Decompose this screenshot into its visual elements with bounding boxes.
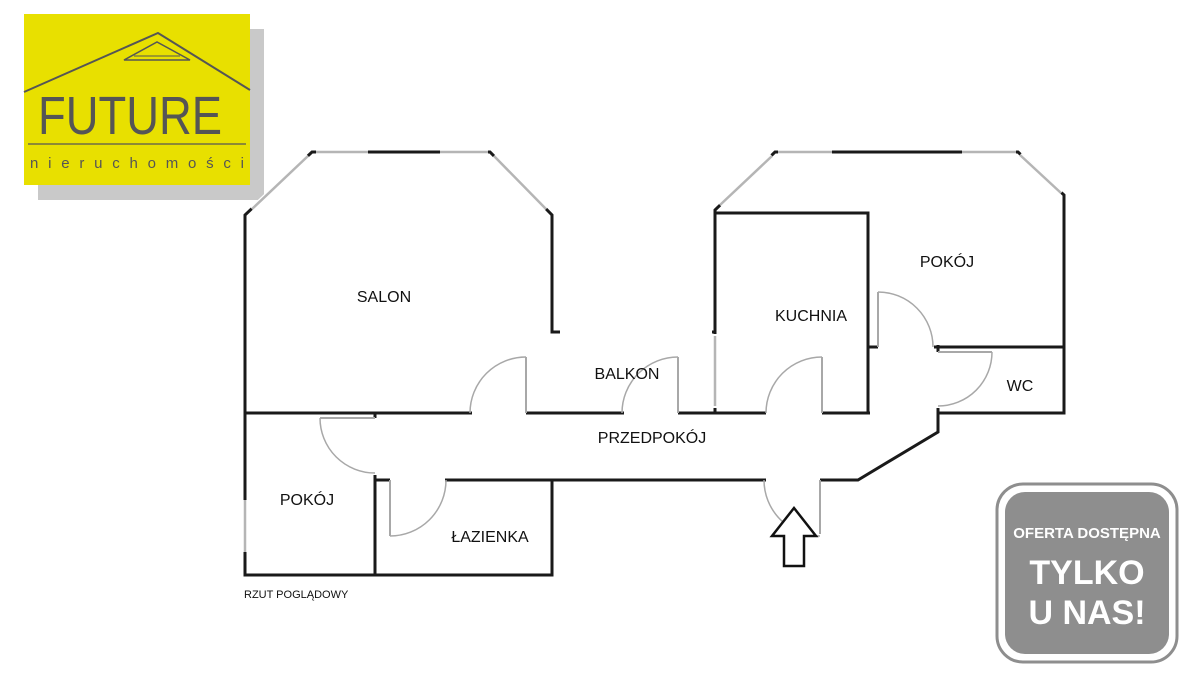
- offer-badge: OFERTA DOSTĘPNA TYLKO U NAS!: [995, 482, 1179, 664]
- badge-line-3: U NAS!: [1028, 594, 1145, 632]
- badge-background: [1005, 492, 1169, 654]
- room-label-salon: SALON: [357, 289, 411, 306]
- room-labels: SALON BALKON KUCHNIA POKÓJ WC PRZEDPOKÓJ…: [280, 252, 1033, 546]
- room-label-przedpokoj: PRZEDPOKÓJ: [598, 428, 706, 447]
- room-label-kuchnia: KUCHNIA: [775, 308, 847, 325]
- roof-icon: [23, 31, 251, 93]
- room-label-lazienka: ŁAZIENKA: [451, 529, 529, 546]
- room-label-balkon: BALKON: [595, 366, 660, 383]
- floorplan-walls: [243, 150, 1066, 577]
- room-label-pokoj-right: POKÓJ: [920, 252, 974, 271]
- badge-line-2: TYLKO: [1029, 554, 1144, 592]
- doors: [319, 291, 993, 537]
- logo-brand-text: FUTURE: [38, 86, 222, 146]
- badge-line-1: OFERTA DOSTĘPNA: [1013, 525, 1161, 542]
- windows: [242, 149, 1063, 552]
- plan-caption: RZUT POGLĄDOWY: [244, 589, 349, 601]
- entrance-arrow-icon: [769, 505, 819, 568]
- company-logo: FUTURE nieruchomości: [23, 14, 264, 200]
- room-label-wc: WC: [1007, 378, 1034, 395]
- logo-subtitle-text: nieruchomości: [30, 155, 244, 172]
- room-label-pokoj-left: POKÓJ: [280, 490, 334, 509]
